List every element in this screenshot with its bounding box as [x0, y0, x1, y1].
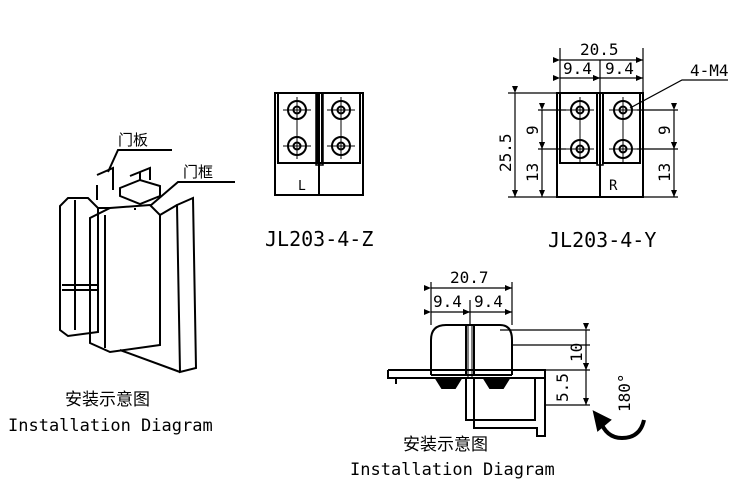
model-y-name: JL203-4-Y [548, 228, 656, 252]
section-dim-10: 10 [567, 343, 586, 362]
door-panel-label: 门板 [118, 131, 148, 149]
rotation-label: 180° [615, 373, 634, 412]
model-z-side-letter: L [298, 179, 306, 194]
y-dim-total-width: 20.5 [580, 40, 619, 59]
hinge-z-front-view [274, 92, 364, 196]
isometric-hinge-sketch [59, 166, 198, 374]
section-dim-5-5: 5.5 [553, 373, 572, 402]
section-caption-cn: 安装示意图 [403, 435, 488, 455]
rotation-arrow-icon [592, 410, 646, 441]
y-dim-upper-right: 9 [655, 125, 674, 135]
y-dim-half-right: 9.4 [605, 59, 634, 78]
left-caption-cn: 安装示意图 [65, 390, 150, 410]
hinge-y-front-view [556, 92, 644, 198]
door-frame-leader [149, 181, 235, 207]
y-dim-lower-left: 13 [523, 163, 542, 182]
door-panel-leader [107, 149, 172, 173]
section-dim-total-width: 20.7 [450, 268, 489, 287]
section-dim-half-left: 9.4 [433, 292, 462, 311]
model-y-side-letter: R [609, 178, 618, 194]
y-dim-upper-left: 9 [523, 125, 542, 135]
y-dim-half-left: 9.4 [563, 59, 592, 78]
install-section-view [387, 324, 546, 437]
install-section-dimensions [424, 282, 590, 406]
y-dim-screw: 4-M4 [690, 61, 729, 80]
hinge-y-dimensions [508, 48, 728, 198]
y-dim-lower-right: 13 [655, 163, 674, 182]
section-caption-en: Installation Diagram [350, 460, 555, 480]
door-frame-label: 门框 [183, 163, 213, 181]
y-dim-height: 25.5 [496, 133, 515, 172]
left-caption-en: Installation Diagram [8, 416, 213, 436]
model-z-name: JL203-4-Z [265, 227, 373, 251]
section-dim-half-right: 9.4 [474, 292, 503, 311]
